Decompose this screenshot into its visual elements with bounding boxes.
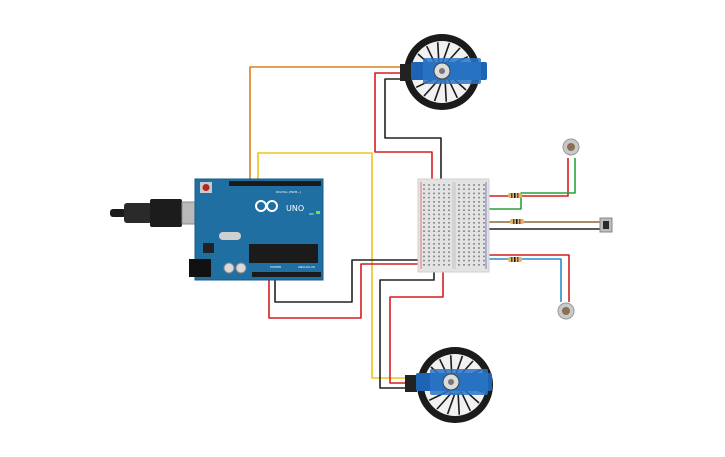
servo-top[interactable] bbox=[400, 34, 487, 110]
wire-green-ldr-top[interactable] bbox=[486, 158, 576, 210]
resistors bbox=[508, 193, 524, 262]
photoresistor-top[interactable] bbox=[562, 138, 580, 156]
wire-black-gnd[interactable] bbox=[274, 259, 425, 303]
pushbutton[interactable] bbox=[599, 217, 613, 233]
analog-header-label: ANALOG IN bbox=[298, 265, 315, 269]
wire-red-ldr-bottom[interactable] bbox=[486, 254, 570, 302]
wire-orange-servo-top[interactable] bbox=[249, 66, 400, 184]
resistor-3[interactable] bbox=[508, 257, 522, 262]
board-brand-label: UNO bbox=[286, 204, 304, 213]
arduino-logo bbox=[255, 200, 278, 212]
power-jack bbox=[189, 259, 211, 277]
wire-red-ldr-top[interactable] bbox=[486, 158, 569, 197]
wire-black-servo-top[interactable] bbox=[384, 78, 442, 187]
microcontroller-chip bbox=[249, 244, 318, 263]
resistor-1[interactable] bbox=[508, 193, 522, 198]
photoresistor-bottom[interactable] bbox=[557, 302, 575, 320]
power-header-label: POWER bbox=[270, 265, 281, 269]
digital-header-label: DIGITAL (PWM~) bbox=[276, 190, 301, 194]
resistor-2[interactable] bbox=[510, 219, 524, 224]
servo-bottom[interactable] bbox=[405, 347, 493, 423]
wire-yellow-servo-bottom[interactable] bbox=[257, 152, 406, 379]
on-led bbox=[316, 211, 320, 214]
arduino-uno[interactable]: UNO DIGITAL (PWM~) POWER ANALOG IN ON bbox=[110, 178, 324, 281]
wire-black-servo-bottom[interactable] bbox=[379, 268, 435, 389]
breadboard-holes bbox=[423, 184, 485, 266]
usb-cable bbox=[110, 199, 201, 227]
breadboard[interactable] bbox=[417, 178, 490, 273]
wire-blue-ldr-bottom[interactable] bbox=[486, 258, 562, 302]
wire-red-servo-top[interactable] bbox=[374, 72, 433, 187]
wire-red-5v[interactable] bbox=[268, 263, 425, 319]
on-led-label: ON bbox=[309, 212, 314, 216]
wire-red-servo-bottom[interactable] bbox=[389, 268, 444, 384]
